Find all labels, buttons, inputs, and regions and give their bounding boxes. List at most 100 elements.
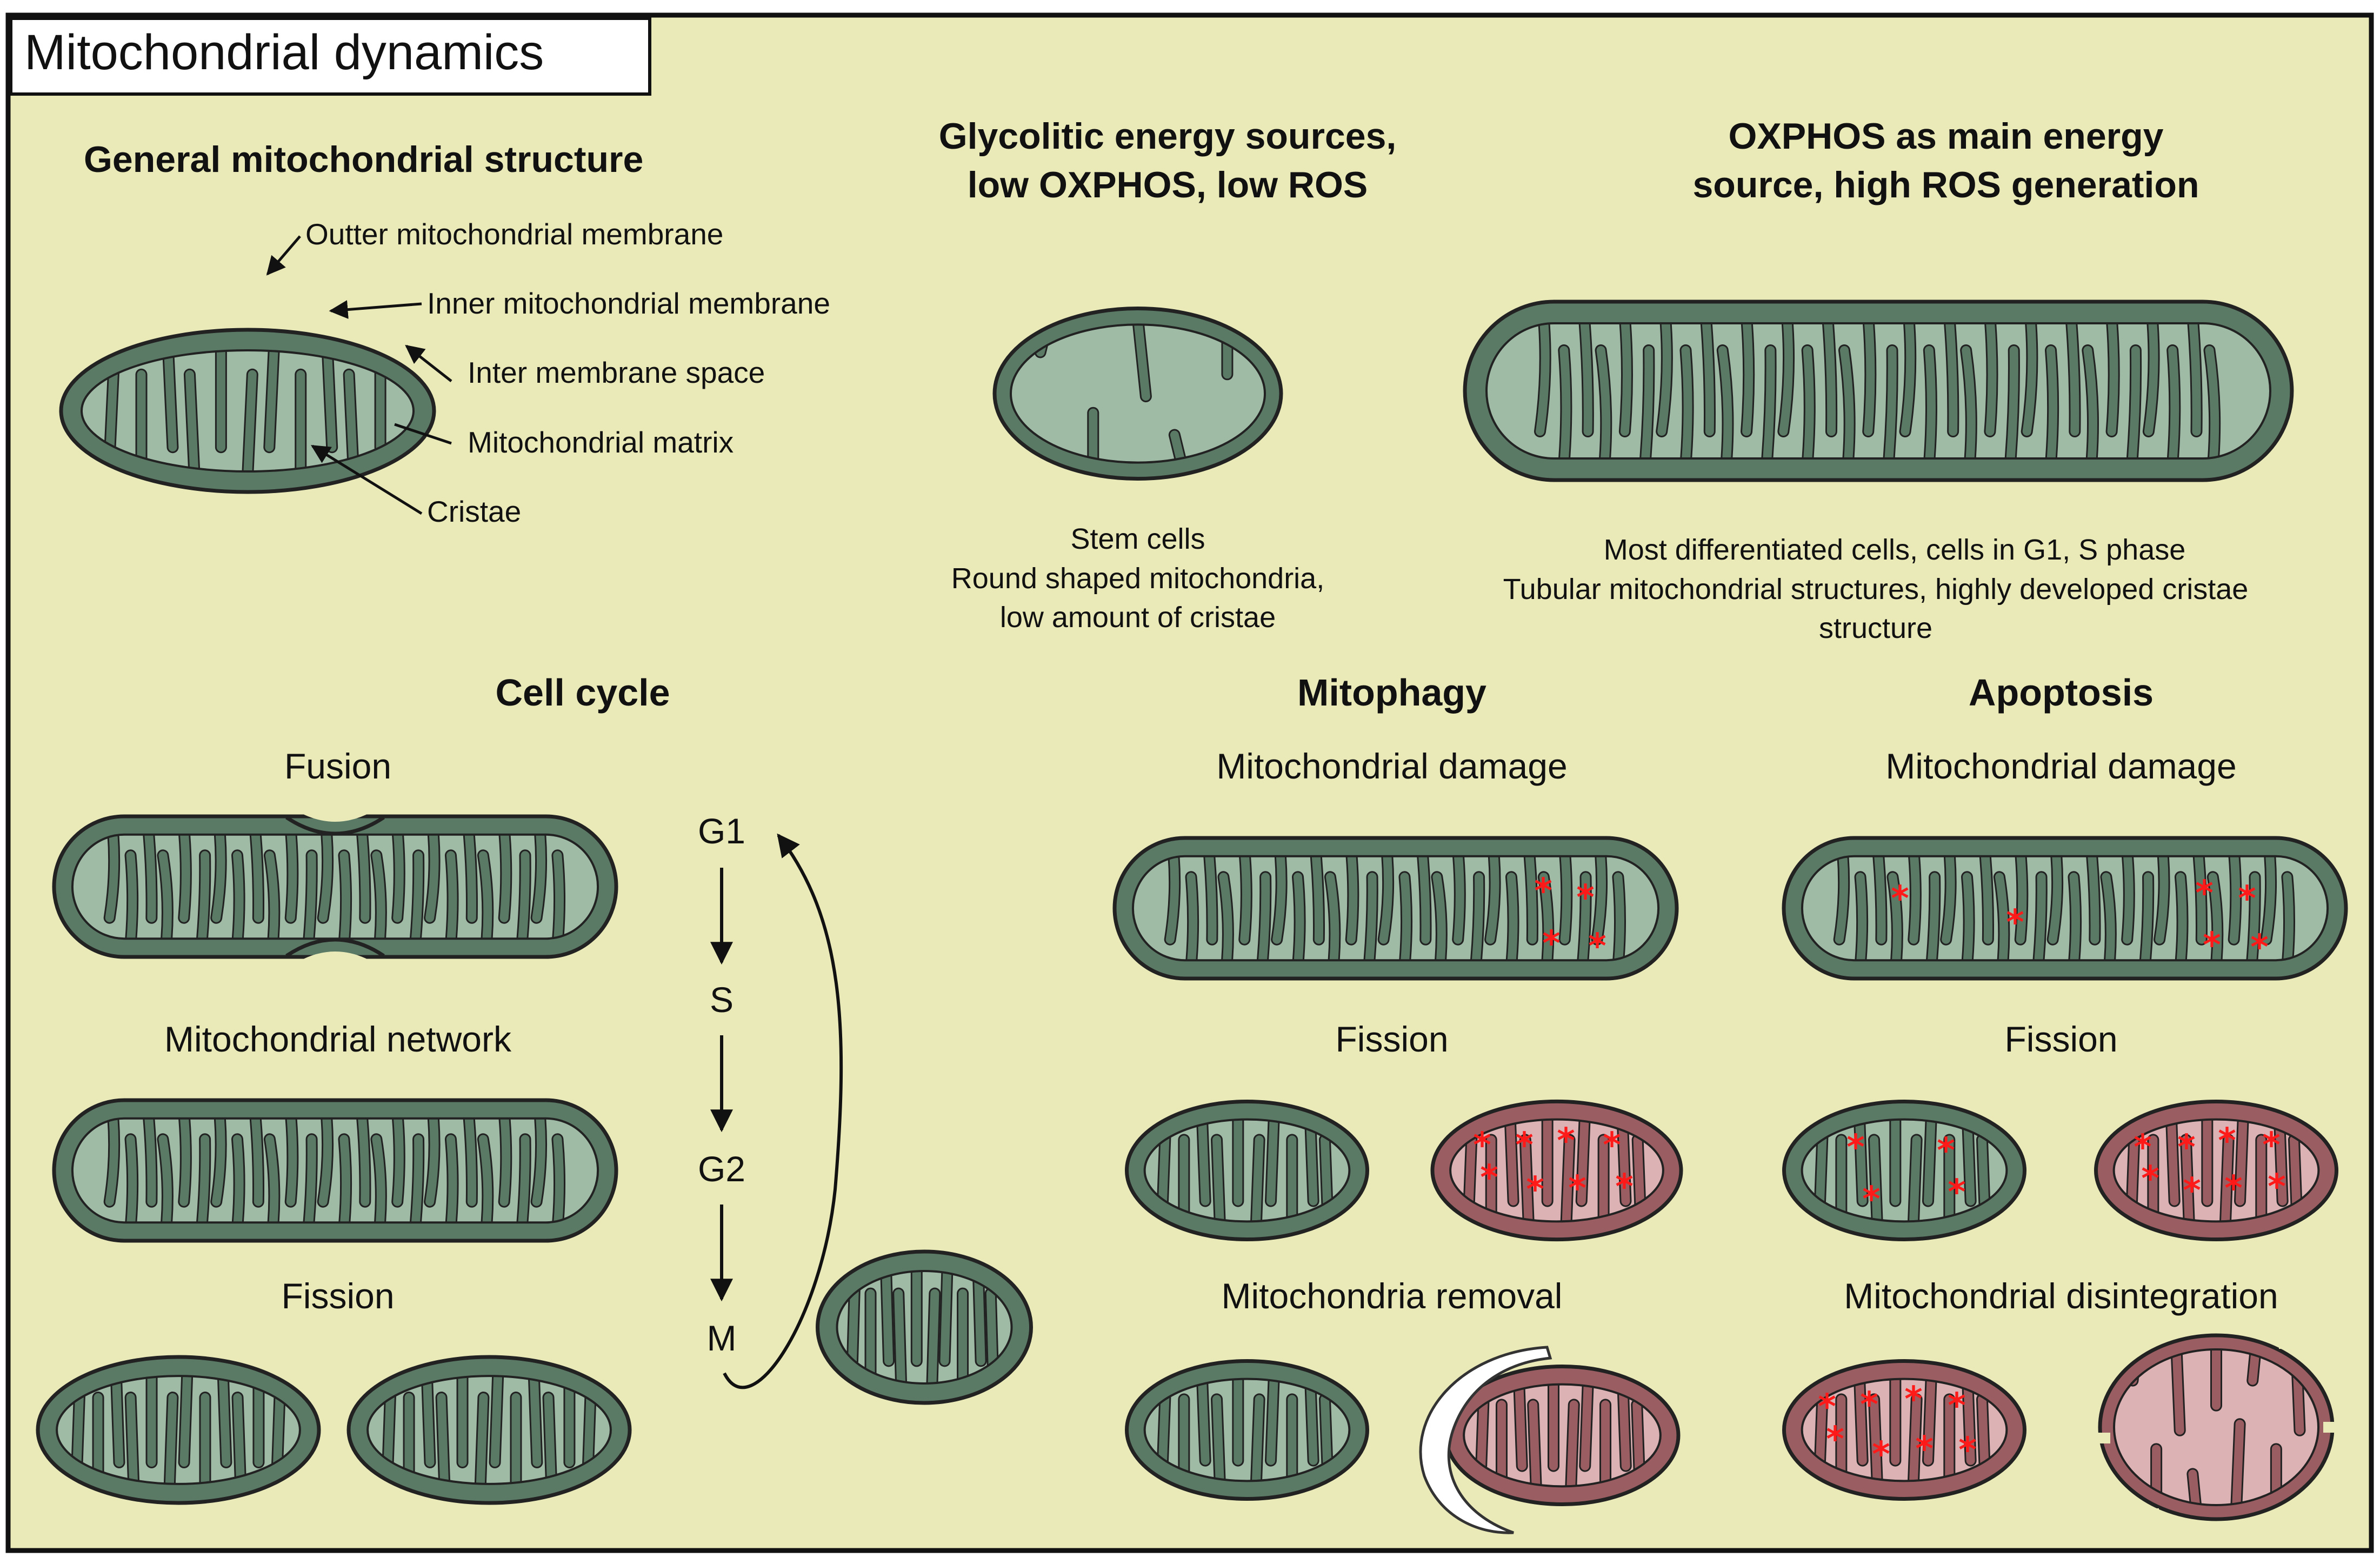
fusion-constriction-top xyxy=(281,800,389,822)
label-intermembrane-space: Inter membrane space xyxy=(468,356,765,389)
round-mitochondrion xyxy=(992,307,1283,481)
fusion-label: Fusion xyxy=(284,746,391,786)
label-cristae: Cristae xyxy=(427,495,521,528)
damage-asterisk: * xyxy=(1576,878,1594,918)
matrix xyxy=(2114,1349,2318,1505)
pointer-intermembrane-space xyxy=(405,344,452,382)
damage-asterisk: * xyxy=(1948,1386,1965,1426)
matrix xyxy=(1144,1119,1350,1222)
oxphos-caption-line1: Most differentiated cells, cells in G1, … xyxy=(1604,534,2186,566)
damage-asterisk: * xyxy=(2203,926,2221,966)
damage-asterisk: * xyxy=(2141,1159,2159,1199)
figure-frame xyxy=(5,12,2374,1553)
fusing-mitochondrion xyxy=(52,800,618,973)
matrix xyxy=(1450,1119,1663,1222)
glycolytic-heading-line2: low OXPHOS, low ROS xyxy=(968,164,1368,205)
damage-asterisk: * xyxy=(1568,1169,1586,1209)
phase-s: S xyxy=(710,980,734,1020)
damage-asterisk: * xyxy=(2134,1128,2151,1168)
phase-g2: G2 xyxy=(698,1149,745,1189)
mitophagy-heading: Mitophagy xyxy=(1297,671,1486,714)
membrane-break xyxy=(2144,1508,2159,1519)
matrix xyxy=(1010,324,1265,463)
network-mitochondrion xyxy=(52,1098,618,1243)
damage-asterisk: * xyxy=(1904,1380,1922,1420)
damage-asterisk: * xyxy=(1615,1167,1633,1207)
membrane-break xyxy=(2095,1433,2110,1443)
damage-asterisk: * xyxy=(1603,1126,1621,1166)
damage-asterisk: * xyxy=(1480,1158,1498,1198)
pointer-inner-membrane xyxy=(329,300,422,320)
damage-asterisk: * xyxy=(1937,1131,1955,1171)
glycolytic-caption-line3: low amount of cristae xyxy=(1000,601,1276,634)
pointer-outer-membrane xyxy=(266,235,301,276)
oxphos-heading-line1: OXPHOS as main energy xyxy=(1729,116,2164,157)
pointer-cristae xyxy=(311,444,423,515)
phase-m: M xyxy=(707,1318,737,1358)
damaged-daughter-red xyxy=(2094,1100,2339,1241)
damage-asterisk: * xyxy=(1948,1173,1965,1213)
damage-asterisk: * xyxy=(1958,1430,1976,1470)
damage-asterisk: * xyxy=(2177,1128,2195,1168)
damaged-mitochondrion xyxy=(1782,836,2348,981)
damage-asterisk: * xyxy=(1526,1170,1544,1210)
label-inner-membrane: Inner mitochondrial membrane xyxy=(427,287,830,320)
damaged-daughter-green xyxy=(1782,1100,2027,1241)
damage-asterisk: * xyxy=(2268,1167,2285,1207)
labeled-mitochondrion xyxy=(59,328,436,494)
pointer-matrix xyxy=(394,423,452,445)
phagophore-membrane xyxy=(1419,1346,1552,1534)
mitophagy-removal-label: Mitochondria removal xyxy=(1222,1276,1563,1316)
damage-asterisk: * xyxy=(2224,1169,2242,1209)
damage-asterisk: * xyxy=(1891,879,1909,919)
damage-asterisk: * xyxy=(1588,927,1606,967)
damage-asterisk: * xyxy=(2183,1171,2201,1211)
damage-asterisk: * xyxy=(2262,1126,2280,1166)
fission-daughter-right xyxy=(346,1355,632,1505)
apoptosis-disintegration-label: Mitochondrial disintegration xyxy=(1844,1276,2278,1316)
glycolytic-caption-line2: Round shaped mitochondria, xyxy=(951,562,1324,595)
label-matrix: Mitochondrial matrix xyxy=(468,425,734,459)
membrane-break xyxy=(2133,1334,2148,1345)
single-mitochondrion xyxy=(815,1249,1034,1405)
mitophagy-damage-label: Mitochondrial damage xyxy=(1216,746,1567,786)
damaged-daughter xyxy=(1430,1100,1683,1241)
damage-asterisk: * xyxy=(1862,1180,1880,1220)
membrane-break xyxy=(2323,1422,2338,1433)
oxphos-caption-line3: structure xyxy=(1819,612,1932,644)
swollen-damaged-mitochondrion xyxy=(1782,1359,2027,1501)
damage-asterisk: * xyxy=(1515,1126,1533,1166)
matrix xyxy=(1802,1379,2007,1481)
membrane-break xyxy=(2279,1338,2294,1349)
oxphos-caption-line2: Tubular mitochondrial structures, highly… xyxy=(1503,573,2249,606)
glycolytic-heading-line1: Glycolitic energy sources, xyxy=(939,116,1397,157)
damage-asterisk: * xyxy=(2218,1121,2236,1161)
tubular-mitochondrion xyxy=(1463,300,2294,482)
matrix xyxy=(2114,1119,2319,1222)
matrix xyxy=(1144,1379,1350,1481)
structure-heading: General mitochondrial structure xyxy=(84,139,643,180)
cell-cycle-heading: Cell cycle xyxy=(496,671,670,714)
damage-asterisk: * xyxy=(1534,871,1552,911)
ruptured-mitochondrion xyxy=(2095,1333,2338,1521)
damage-asterisk: * xyxy=(2250,928,2268,968)
damage-asterisk: * xyxy=(1872,1435,1890,1475)
damage-asterisk: * xyxy=(1860,1385,1878,1425)
apoptosis-damage-label: Mitochondrial damage xyxy=(1885,746,2236,786)
apoptosis-fission-label: Fission xyxy=(2004,1019,2117,1059)
damage-asterisk: * xyxy=(1542,924,1560,964)
damage-asterisk: * xyxy=(2238,879,2256,919)
fusion-constriction-bottom xyxy=(281,952,389,973)
title-box xyxy=(9,17,651,96)
healthy-daughter xyxy=(1124,1100,1370,1241)
engulfed-mitochondrion xyxy=(1444,1365,1681,1506)
glycolytic-caption-line1: Stem cells xyxy=(1070,523,1205,555)
arrow-m-to-g1 xyxy=(723,833,843,1389)
damage-asterisk: * xyxy=(1473,1126,1491,1166)
matrix xyxy=(1802,1119,2007,1222)
phase-g1: G1 xyxy=(698,811,745,851)
damage-asterisk: * xyxy=(1826,1420,1844,1460)
damage-asterisk: * xyxy=(2006,903,2024,943)
damage-asterisk: * xyxy=(1915,1429,1933,1469)
